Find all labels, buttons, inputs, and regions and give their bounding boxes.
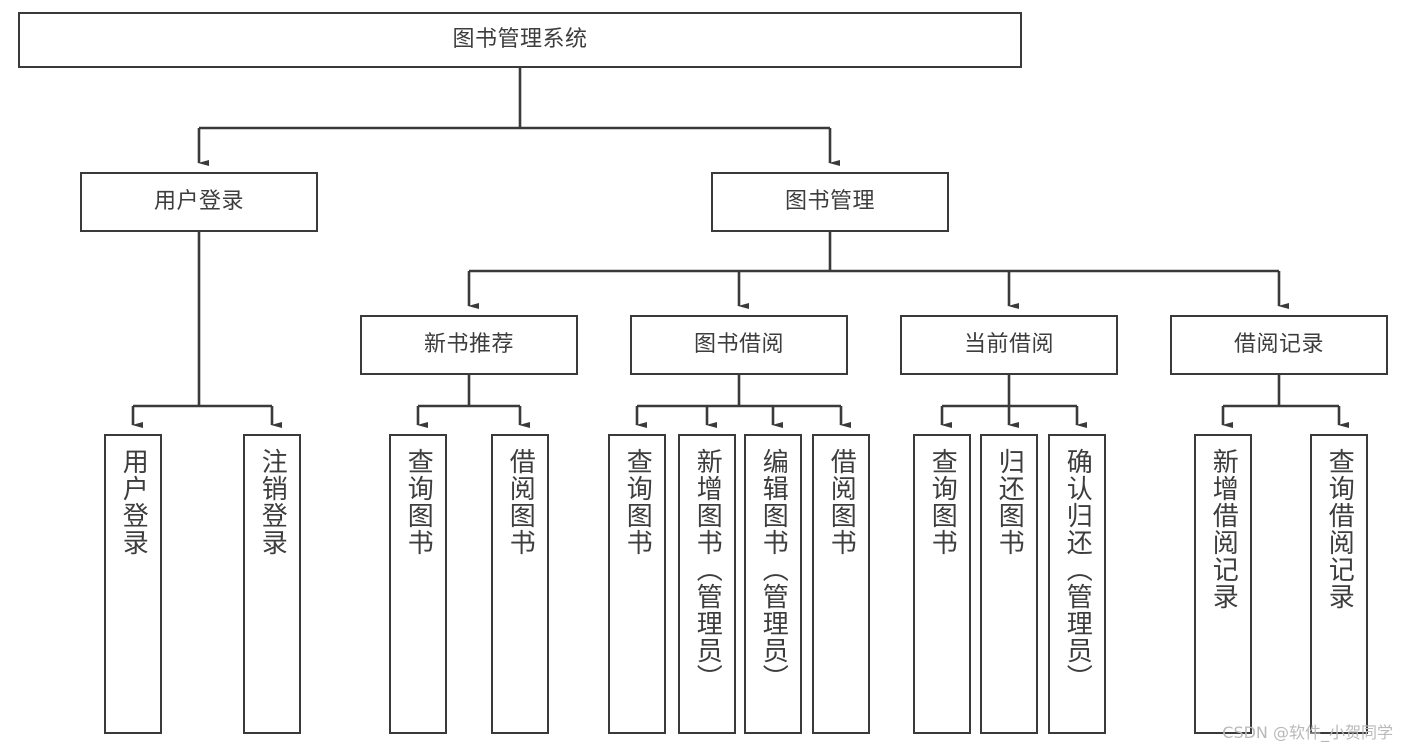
- leaf-user-login-signout-label: 注销登录: [257, 448, 288, 556]
- leaf-book-borrow-borrow[interactable]: 借阅图书: [812, 434, 870, 734]
- leaf-book-borrow-add-label: 新增图书（管理员）: [692, 448, 723, 691]
- leaf-current-borrow-return[interactable]: 归还图书: [980, 434, 1038, 734]
- node-book-borrow-label: 图书借阅: [693, 331, 784, 357]
- leaf-new-books-query-label: 查询图书: [403, 448, 434, 556]
- node-book-borrow[interactable]: 图书借阅: [630, 315, 848, 375]
- node-current-borrow-label: 当前借阅: [963, 331, 1054, 357]
- node-user-login-label: 用户登录: [153, 188, 244, 214]
- leaf-book-borrow-query-label: 查询图书: [622, 448, 653, 556]
- leaf-current-borrow-query[interactable]: 查询图书: [913, 434, 971, 734]
- leaf-records-query-label: 查询借阅记录: [1324, 448, 1355, 610]
- leaf-user-login-signin[interactable]: 用户登录: [104, 434, 162, 734]
- leaf-book-borrow-edit-label: 编辑图书（管理员）: [758, 448, 789, 691]
- leaf-book-borrow-query[interactable]: 查询图书: [608, 434, 666, 734]
- node-user-login[interactable]: 用户登录: [80, 172, 318, 232]
- leaf-user-login-signin-label: 用户登录: [118, 448, 149, 556]
- node-new-book-recommend[interactable]: 新书推荐: [360, 315, 578, 375]
- leaf-new-books-borrow-label: 借阅图书: [505, 448, 536, 556]
- node-new-book-recommend-label: 新书推荐: [423, 331, 514, 357]
- leaf-current-borrow-return-label: 归还图书: [994, 448, 1025, 556]
- leaf-book-borrow-borrow-label: 借阅图书: [826, 448, 857, 556]
- leaf-new-books-query[interactable]: 查询图书: [389, 434, 447, 734]
- leaf-records-query[interactable]: 查询借阅记录: [1310, 434, 1368, 734]
- leaf-user-login-signout[interactable]: 注销登录: [243, 434, 301, 734]
- leaf-new-books-borrow[interactable]: 借阅图书: [491, 434, 549, 734]
- watermark: CSDN @软件_小贺同学: [1222, 723, 1393, 742]
- node-current-borrow[interactable]: 当前借阅: [900, 315, 1118, 375]
- leaf-current-borrow-confirm-label: 确认归还（管理员）: [1062, 448, 1093, 691]
- leaf-current-borrow-query-label: 查询图书: [927, 448, 958, 556]
- leaf-book-borrow-edit[interactable]: 编辑图书（管理员）: [744, 434, 802, 734]
- node-borrow-records[interactable]: 借阅记录: [1170, 315, 1388, 375]
- leaf-records-add-label: 新增借阅记录: [1208, 448, 1239, 610]
- node-borrow-records-label: 借阅记录: [1233, 331, 1324, 357]
- node-root-label: 图书管理系统: [452, 26, 588, 52]
- node-book-management[interactable]: 图书管理: [711, 172, 949, 232]
- leaf-current-borrow-confirm[interactable]: 确认归还（管理员）: [1048, 434, 1106, 734]
- leaf-records-add[interactable]: 新增借阅记录: [1194, 434, 1252, 734]
- node-book-management-label: 图书管理: [784, 188, 875, 214]
- node-root[interactable]: 图书管理系统: [18, 12, 1022, 68]
- leaf-book-borrow-add[interactable]: 新增图书（管理员）: [678, 434, 736, 734]
